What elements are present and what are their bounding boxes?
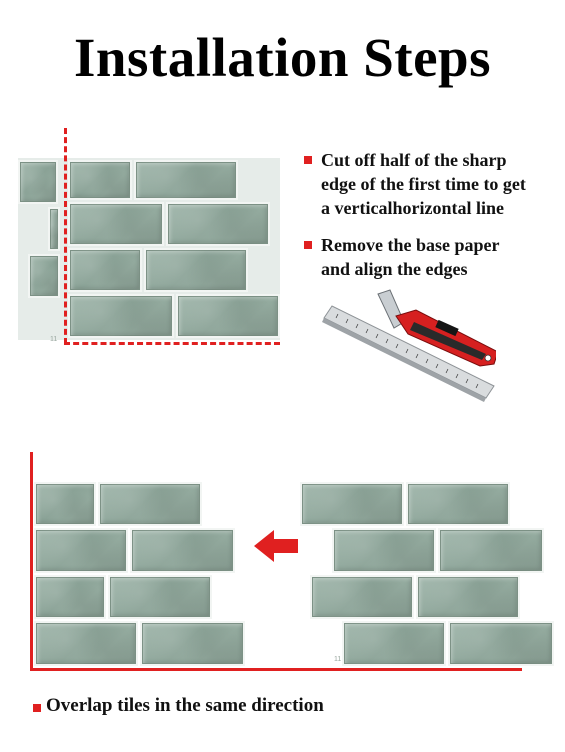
bullet-icon	[304, 156, 312, 164]
tile	[34, 575, 106, 619]
tile	[98, 482, 202, 526]
tile-piece	[18, 160, 58, 204]
tile	[130, 528, 235, 573]
tile	[34, 528, 128, 573]
corner-guide-vertical	[30, 452, 33, 670]
cut-line-horizontal	[64, 342, 280, 345]
utility-knife-icon	[377, 289, 496, 367]
tile	[108, 575, 212, 619]
ruler-icon	[322, 305, 495, 402]
ruler-and-knife-illustration	[322, 289, 496, 402]
tile	[68, 294, 174, 338]
tile	[34, 482, 96, 526]
tile	[68, 160, 132, 200]
tile-piece	[48, 207, 60, 251]
tile-piece	[28, 254, 60, 298]
tile	[300, 482, 404, 526]
bullet-icon	[304, 241, 312, 249]
tile	[416, 575, 520, 619]
tile	[166, 202, 270, 246]
corner-guide-horizontal	[30, 668, 522, 671]
tile	[34, 621, 138, 666]
tile	[144, 248, 248, 292]
tile	[342, 621, 446, 666]
bullet-icon	[33, 704, 41, 712]
step-1-text: Cut off half of the sharp edge of the fi…	[321, 150, 526, 218]
tile	[448, 621, 554, 666]
arrow-left-icon	[254, 530, 298, 562]
sheet-label: 11	[50, 336, 58, 343]
tile	[438, 528, 544, 573]
tile	[68, 248, 142, 292]
sheet-label: 11	[334, 656, 342, 663]
tile	[68, 202, 164, 246]
overlap-note: Overlap tiles in the same direction	[46, 695, 324, 716]
tile	[134, 160, 238, 200]
tile	[310, 575, 414, 619]
tile	[332, 528, 436, 573]
cut-line-vertical	[64, 128, 67, 344]
page-title: Installation Steps	[73, 27, 491, 88]
step-2-text: Remove the base paper and align the edge…	[321, 235, 500, 279]
tile	[140, 621, 245, 666]
tile	[406, 482, 510, 526]
tile	[176, 294, 280, 338]
